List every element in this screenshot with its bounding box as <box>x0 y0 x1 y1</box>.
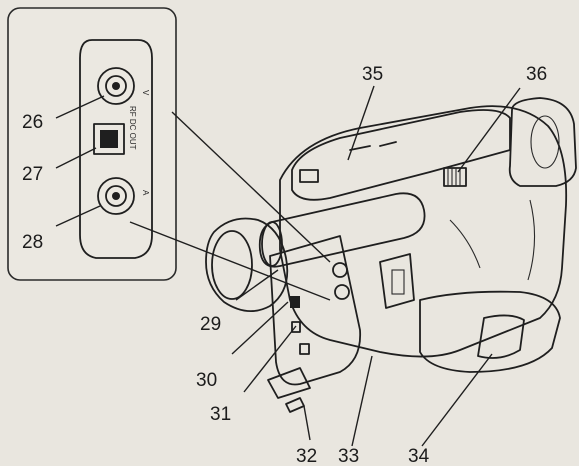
callout-34: 34 <box>408 446 430 466</box>
callout-36: 36 <box>526 64 547 85</box>
callout-31: 31 <box>210 404 231 425</box>
leader-lines <box>55 85 521 447</box>
jack-label-v: V <box>141 90 150 96</box>
callout-28: 28 <box>22 232 43 253</box>
zoom-dial-icon <box>443 167 467 187</box>
camcorder-icon <box>205 97 577 413</box>
audio-jack-icon <box>97 177 135 215</box>
callout-26: 26 <box>22 112 43 133</box>
dc-out-jack-icon <box>93 123 125 155</box>
callout-32: 32 <box>296 446 317 466</box>
callout-33: 33 <box>338 446 359 466</box>
video-jack-icon <box>97 67 135 105</box>
callout-29: 29 <box>200 314 221 335</box>
callout-30: 30 <box>196 370 217 391</box>
inset-pointer-lines <box>129 111 331 301</box>
callout-35: 35 <box>362 64 383 85</box>
jack-label-a: A <box>141 190 150 196</box>
callout-27: 27 <box>22 164 43 185</box>
jack-label-dc: RF DC OUT <box>128 106 137 150</box>
jack-inset: V RF DC OUT A <box>7 7 177 281</box>
